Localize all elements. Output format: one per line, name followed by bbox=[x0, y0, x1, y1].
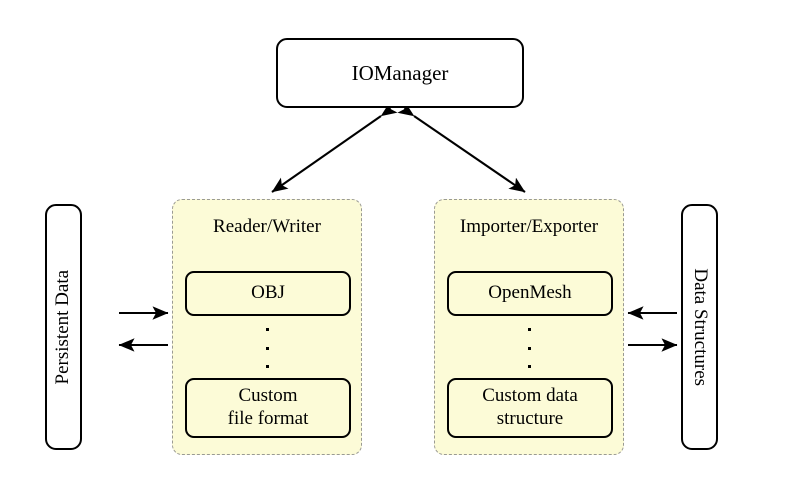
importer-exporter-item-openmesh[interactable]: OpenMesh bbox=[447, 271, 613, 316]
data-structures-label: Data Structures bbox=[689, 268, 711, 386]
custom-data-structure-line1: Custom data bbox=[482, 385, 578, 407]
group-reader-writer-title: Reader/Writer bbox=[213, 216, 321, 237]
reader-writer-item-obj-label: OBJ bbox=[251, 282, 285, 304]
importer-exporter-item-custom-data-structure-label: Custom data structure bbox=[482, 385, 578, 431]
io-manager-label: IOManager bbox=[351, 60, 449, 85]
importer-exporter-ellipsis-icon bbox=[435, 328, 623, 368]
io-manager-node[interactable]: IOManager bbox=[276, 38, 524, 108]
custom-file-format-line1: Custom bbox=[238, 385, 298, 407]
reader-writer-ellipsis-icon bbox=[173, 328, 361, 368]
persistent-data-node[interactable]: Persistent Data bbox=[45, 204, 82, 450]
reader-writer-item-obj[interactable]: OBJ bbox=[185, 271, 351, 316]
group-reader-writer[interactable]: Reader/Writer OBJ Custom file format bbox=[172, 199, 362, 455]
arrow-manager-to-importer-exporter bbox=[397, 101, 526, 193]
group-importer-exporter[interactable]: Importer/Exporter OpenMesh Custom data s… bbox=[434, 199, 624, 455]
importer-exporter-item-custom-data-structure[interactable]: Custom data structure bbox=[447, 378, 613, 438]
data-structures-node[interactable]: Data Structures bbox=[681, 204, 718, 450]
persistent-data-label: Persistent Data bbox=[52, 269, 74, 385]
group-importer-exporter-title: Importer/Exporter bbox=[459, 216, 599, 237]
reader-writer-item-custom-file-format-label: Custom file format bbox=[228, 385, 309, 431]
custom-data-structure-line2: structure bbox=[496, 408, 564, 429]
arrow-manager-to-reader-writer bbox=[271, 101, 398, 193]
custom-file-format-line2: file format bbox=[227, 408, 309, 429]
importer-exporter-item-openmesh-label: OpenMesh bbox=[488, 282, 572, 304]
reader-writer-item-custom-file-format[interactable]: Custom file format bbox=[185, 378, 351, 438]
